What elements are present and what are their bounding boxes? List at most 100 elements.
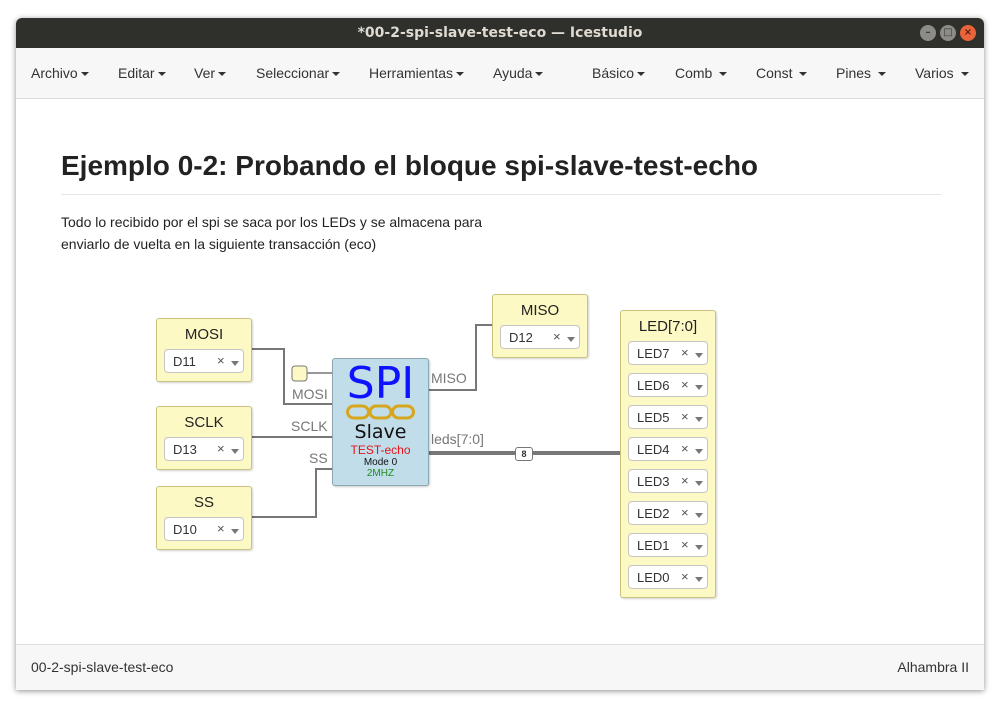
pin-select-led1[interactable]: LED1 × — [628, 533, 708, 557]
clear-icon[interactable]: × — [217, 353, 225, 368]
page-title: Ejemplo 0-2: Probando el bloque spi-slav… — [61, 150, 759, 181]
pin-value: LED6 — [637, 378, 670, 393]
pin-select-led2[interactable]: LED2 × — [628, 501, 708, 525]
caret-down-icon — [157, 72, 166, 77]
caret-down-icon — [799, 72, 808, 77]
dropdown-arrow-icon[interactable] — [695, 545, 703, 550]
menu-label: Seleccionar — [256, 65, 330, 81]
wire-mosi[interactable] — [251, 348, 332, 405]
pin-select-mosi[interactable]: D11 × — [164, 349, 244, 373]
caret-down-icon — [218, 72, 227, 77]
window-title: *00-2-spi-slave-test-eco — Icestudio — [357, 25, 643, 41]
menu-label: Pines — [836, 65, 872, 81]
clock-input-port[interactable] — [291, 365, 308, 382]
menu-label: Comb — [675, 65, 713, 81]
clear-icon[interactable]: × — [553, 329, 561, 344]
caret-down-icon — [456, 72, 465, 77]
pin-select-led3[interactable]: LED3 × — [628, 469, 708, 493]
menu-ayuda[interactable]: Ayuda — [493, 48, 544, 98]
clear-icon[interactable]: × — [681, 441, 689, 456]
minimize-icon[interactable]: – — [920, 25, 936, 41]
clear-icon[interactable]: × — [681, 409, 689, 424]
menu-comb[interactable]: Comb — [675, 48, 728, 98]
clear-icon[interactable]: × — [681, 473, 689, 488]
clear-icon[interactable]: × — [681, 377, 689, 392]
dropdown-arrow-icon[interactable] — [695, 353, 703, 358]
description-line: Todo lo recibido por el spi se saca por … — [61, 214, 482, 230]
menu-pines[interactable]: Pines — [836, 48, 886, 98]
dropdown-arrow-icon[interactable] — [695, 481, 703, 486]
menu-seleccionar[interactable]: Seleccionar — [256, 48, 341, 98]
pin-value: D11 — [173, 354, 196, 369]
spi-mode: Mode 0 — [363, 457, 398, 468]
block-label: LED[7:0] — [638, 318, 698, 335]
menu-label: Básico — [592, 65, 635, 81]
block-label: MISO — [520, 302, 560, 319]
pin-select-ss[interactable]: D10 × — [164, 517, 244, 541]
pin-value: LED2 — [637, 506, 670, 521]
status-filename: 00-2-spi-slave-test-eco — [31, 659, 174, 675]
app-window: *00-2-spi-slave-test-eco — Icestudio –□×… — [16, 18, 984, 690]
pin-value: LED3 — [637, 474, 670, 489]
menu-archivo[interactable]: Archivo — [31, 48, 89, 98]
dropdown-arrow-icon[interactable] — [231, 529, 239, 534]
dropdown-arrow-icon[interactable] — [695, 577, 703, 582]
port-label-ss: SS — [309, 450, 328, 466]
wire-ss[interactable] — [251, 468, 332, 518]
dropdown-arrow-icon[interactable] — [695, 385, 703, 390]
pin-value: D10 — [173, 522, 197, 537]
menu-editar[interactable]: Editar — [118, 48, 166, 98]
input-block-ss[interactable]: SS D10 × — [156, 486, 252, 550]
input-block-sclk[interactable]: SCLK D13 × — [156, 406, 252, 470]
output-block-miso[interactable]: MISO D12 × — [492, 294, 588, 358]
clear-icon[interactable]: × — [217, 521, 225, 536]
menu-const[interactable]: Const — [756, 48, 808, 98]
menu-basico[interactable]: Básico — [592, 48, 646, 98]
pin-value: D12 — [509, 330, 533, 345]
menu-label: Archivo — [31, 65, 78, 81]
dropdown-arrow-icon[interactable] — [695, 449, 703, 454]
menu-label: Const — [756, 65, 793, 81]
pin-select-led4[interactable]: LED4× — [628, 437, 708, 461]
spi-slave-block[interactable]: SPI Slave TEST-echo Mode 0 2MHZ — [332, 358, 429, 486]
caret-down-icon — [80, 72, 89, 77]
pin-select-miso[interactable]: D12 × — [500, 325, 580, 349]
close-icon[interactable]: × — [960, 25, 976, 41]
pin-select-led5[interactable]: LED5 × — [628, 405, 708, 429]
status-bar: 00-2-spi-slave-test-eco Alhambra II — [16, 644, 984, 690]
block-label: MOSI — [184, 326, 224, 343]
pin-select-led7[interactable]: LED7× — [628, 341, 708, 365]
chain-link-icon — [346, 404, 415, 420]
menu-varios[interactable]: Varios — [915, 48, 969, 98]
block-label: SS — [193, 494, 214, 511]
menu-label: Ver — [194, 65, 216, 81]
pin-value: LED1 — [637, 538, 670, 553]
dropdown-arrow-icon[interactable] — [695, 513, 703, 518]
pin-select-sclk[interactable]: D13 × — [164, 437, 244, 461]
pin-select-led0[interactable]: LED0× — [628, 565, 708, 589]
output-block-leds[interactable]: LED[7:0] LED7× LED6 × LED5 × LED4× LED3 × L… — [620, 310, 716, 598]
input-block-mosi[interactable]: MOSI D11 × — [156, 318, 252, 382]
clear-icon[interactable]: × — [681, 569, 689, 584]
caret-down-icon — [535, 72, 544, 77]
pin-value: LED5 — [637, 410, 670, 425]
menu-herramientas[interactable]: Herramientas — [369, 48, 465, 98]
title-divider — [61, 194, 941, 195]
dropdown-arrow-icon[interactable] — [567, 337, 575, 342]
status-board[interactable]: Alhambra II — [897, 659, 969, 675]
dropdown-arrow-icon[interactable] — [695, 417, 703, 422]
maximize-icon[interactable]: □ — [940, 25, 956, 41]
dropdown-arrow-icon[interactable] — [231, 449, 239, 454]
clear-icon[interactable]: × — [681, 537, 689, 552]
caret-down-icon — [637, 72, 646, 77]
clear-icon[interactable]: × — [217, 441, 225, 456]
clear-icon[interactable]: × — [681, 505, 689, 520]
wire-miso[interactable] — [427, 324, 493, 391]
pin-select-led6[interactable]: LED6 × — [628, 373, 708, 397]
spi-frequency: 2MHZ — [366, 468, 395, 479]
menu-label: Editar — [118, 65, 155, 81]
clear-icon[interactable]: × — [681, 345, 689, 360]
menu-ver[interactable]: Ver — [194, 48, 227, 98]
dropdown-arrow-icon[interactable] — [231, 361, 239, 366]
design-canvas[interactable]: Ejemplo 0-2: Probando el bloque spi-slav… — [16, 18, 984, 690]
